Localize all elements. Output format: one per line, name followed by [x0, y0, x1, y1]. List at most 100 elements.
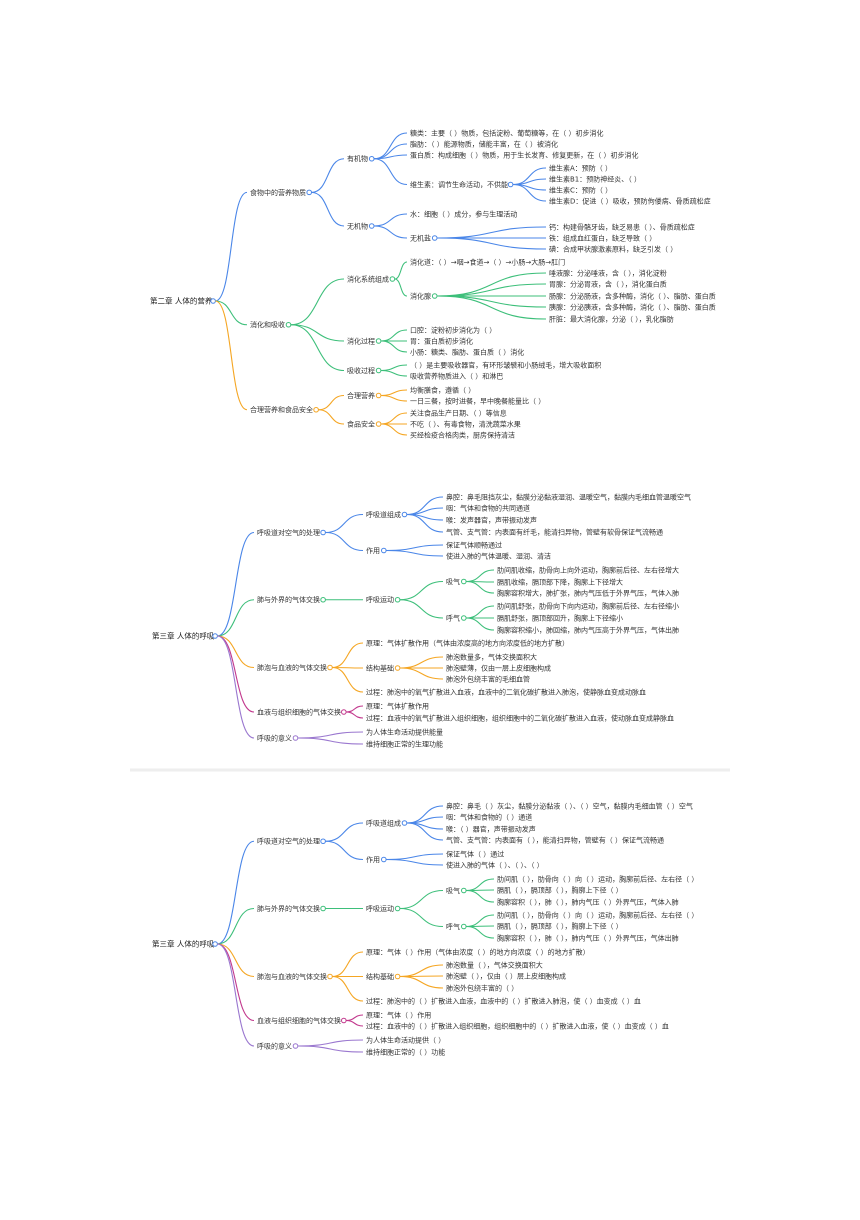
leaf-text: 维生素C：预防（ ）: [549, 185, 612, 194]
leaf-text: 不吃（ ）、有毒食物，清洗蔬菜水果: [410, 419, 521, 428]
collapse-toggle-icon[interactable]: [292, 1043, 299, 1049]
leaf-text: 肺泡壁薄，仅由一层上皮细胞构成: [446, 663, 551, 672]
collapse-toggle-icon[interactable]: [394, 973, 401, 980]
collapse-toggle-icon[interactable]: [313, 406, 319, 413]
collapse-toggle-icon[interactable]: [461, 887, 467, 894]
leaf-text: 一日三餐，按时进餐，早中晚餐能量比（ ）: [410, 396, 545, 405]
connector-line: [399, 964, 444, 978]
leaf-text: 胰腺：分泌胰液，含多种酶，消化（ ）、脂肪、蛋白质: [549, 302, 716, 311]
leaf-text: 肺泡数量（ ），气体交换面积大: [446, 960, 543, 969]
connector-line: [394, 261, 408, 280]
collapse-toggle-icon[interactable]: [401, 511, 408, 518]
leaf-text: 胃腺：分泌胃液，含（ ），消化蛋白质: [549, 279, 667, 288]
branch-label: 血液与组织细胞的气体交换: [257, 707, 341, 716]
branch-label: 肺泡与血液的气体交换: [257, 972, 327, 981]
collapse-toggle-icon[interactable]: [320, 838, 326, 845]
collapse-toggle-icon[interactable]: [389, 276, 396, 282]
leaf-text: 咽：气体和食物的共同通道: [446, 503, 530, 512]
leaf-text: 肠腺：分泌肠液，含多种酶，消化（ ）、脂肪、蛋白质: [549, 291, 716, 300]
leaf-text: 膈肌（ ），膈顶部（ ），胸廓上下径（ ）: [497, 921, 623, 930]
collapse-toggle-icon[interactable]: [327, 973, 333, 980]
leaf-text: 为人体生命活动提供（ ）: [366, 1035, 445, 1044]
group-label: 吸气: [446, 886, 460, 895]
branch-label: 呼吸的意义: [257, 1041, 292, 1050]
branch-label: 呼吸的意义: [257, 733, 292, 742]
collapse-toggle-icon[interactable]: [461, 923, 467, 930]
connector-line: [406, 496, 444, 516]
leaf-text: 过程：肺泡中的（ ）扩散进入血液，血液中的（ ）扩散进入肺泡，使（ ）血变成（ …: [366, 996, 641, 1005]
collapse-toggle-icon[interactable]: [327, 664, 333, 671]
collapse-toggle-icon[interactable]: [381, 856, 387, 863]
root-connector-line: [217, 840, 255, 945]
leaf-text: 维生素D：促进（ ）吸收，预防佝偻病、骨质疏松症: [549, 196, 711, 205]
collapse-toggle-icon[interactable]: [461, 578, 467, 585]
collapse-toggle-icon[interactable]: [381, 547, 387, 554]
connector-line: [466, 914, 495, 928]
collapse-toggle-icon[interactable]: [341, 709, 347, 715]
connector-line: [466, 925, 495, 939]
root-label: 第三章 人体的呼吸: [152, 630, 215, 640]
connector-line: [373, 225, 408, 239]
connector-line: [436, 226, 547, 239]
collapse-toggle-icon[interactable]: [306, 189, 313, 196]
collapse-toggle-icon[interactable]: [375, 367, 382, 374]
collapse-toggle-icon[interactable]: [375, 338, 382, 344]
collapse-toggle-icon[interactable]: [341, 1017, 347, 1024]
leaf-text: 胸廓容积增大，肺扩张，肺内气压低于外界气压，气体入肺: [497, 588, 679, 597]
leaf-text: 原理：气体扩散作用（气体由浓度高的地方向浓度低的地方扩散）: [366, 638, 569, 647]
collapse-toggle-icon[interactable]: [292, 735, 299, 741]
group-label: 呼吸道组成: [366, 818, 401, 827]
leaf-text: 保证气体顺畅通过: [446, 540, 502, 549]
collapse-toggle-icon[interactable]: [368, 155, 375, 162]
connector-line: [436, 295, 547, 308]
group-label: 无机盐: [410, 233, 431, 242]
collapse-toggle-icon[interactable]: [394, 905, 401, 912]
collapse-toggle-icon[interactable]: [401, 820, 408, 826]
root-toggle-icon[interactable]: [212, 941, 218, 947]
collapse-toggle-icon[interactable]: [285, 321, 292, 328]
connector-line: [325, 531, 364, 552]
collapse-toggle-icon[interactable]: [368, 223, 375, 229]
leaf-text: 均衡膳食，遵循（ ）: [410, 385, 475, 394]
root-toggle-icon[interactable]: [212, 633, 218, 639]
collapse-toggle-icon[interactable]: [320, 529, 326, 536]
connector-line: [311, 191, 345, 227]
leaf-text: 喉：发声器官，声带振动发声: [446, 515, 537, 524]
leaf-text: 肺泡外包绕丰富的（ ）: [446, 983, 518, 992]
collapse-toggle-icon[interactable]: [394, 596, 401, 603]
collapse-toggle-icon[interactable]: [394, 665, 401, 671]
connector-line: [436, 295, 547, 320]
group-label: 有机物: [347, 154, 368, 163]
collapse-toggle-icon[interactable]: [507, 181, 514, 188]
connector-line: [380, 389, 408, 397]
connector-line: [297, 1039, 364, 1047]
group-label: 合理营养: [347, 391, 375, 400]
root-connector-line: [215, 191, 248, 302]
connector-line: [290, 324, 345, 372]
collapse-toggle-icon[interactable]: [320, 905, 326, 912]
leaf-text: 使进入肺的气体温暖、湿润、清洁: [446, 551, 551, 560]
collapse-toggle-icon[interactable]: [461, 615, 467, 621]
collapse-toggle-icon[interactable]: [431, 293, 438, 299]
connector-line: [373, 154, 408, 160]
collapse-toggle-icon[interactable]: [320, 596, 326, 603]
connector-line: [386, 549, 444, 557]
leaf-text: 膈肌舒张，膈顶部回升，胸廓上下径缩小: [497, 613, 623, 622]
connector-line: [373, 213, 408, 227]
collapse-toggle-icon[interactable]: [375, 421, 382, 427]
collapse-toggle-icon[interactable]: [375, 392, 382, 399]
root-connector-line: [217, 943, 255, 978]
collapse-toggle-icon[interactable]: [431, 235, 438, 241]
leaf-text: 糖类：主要（ ）物质，包括淀粉、葡萄糖等，在（ ）初步消化: [410, 128, 603, 137]
group-label: 结构基础: [366, 972, 394, 981]
root-toggle-icon[interactable]: [210, 298, 216, 304]
leaf-text: 肋间肌收缩，肋骨向上向外运动，胸廓前后径、左右径增大: [497, 565, 679, 574]
leaf-text: 使进入肺的气体（ ）、（ ）、（ ）: [446, 860, 544, 869]
connector-line: [466, 580, 495, 594]
leaf-text: 肋间肌（ ），肋骨向（ ）向（ ）运动，胸廓前后径、左右径（ ）: [497, 910, 698, 919]
leaf-text: 喉：（ ）器官，声带振动发声: [446, 824, 536, 833]
group-label: 呼气: [446, 613, 460, 622]
leaf-text: 原理：气体扩散作用: [366, 701, 429, 710]
